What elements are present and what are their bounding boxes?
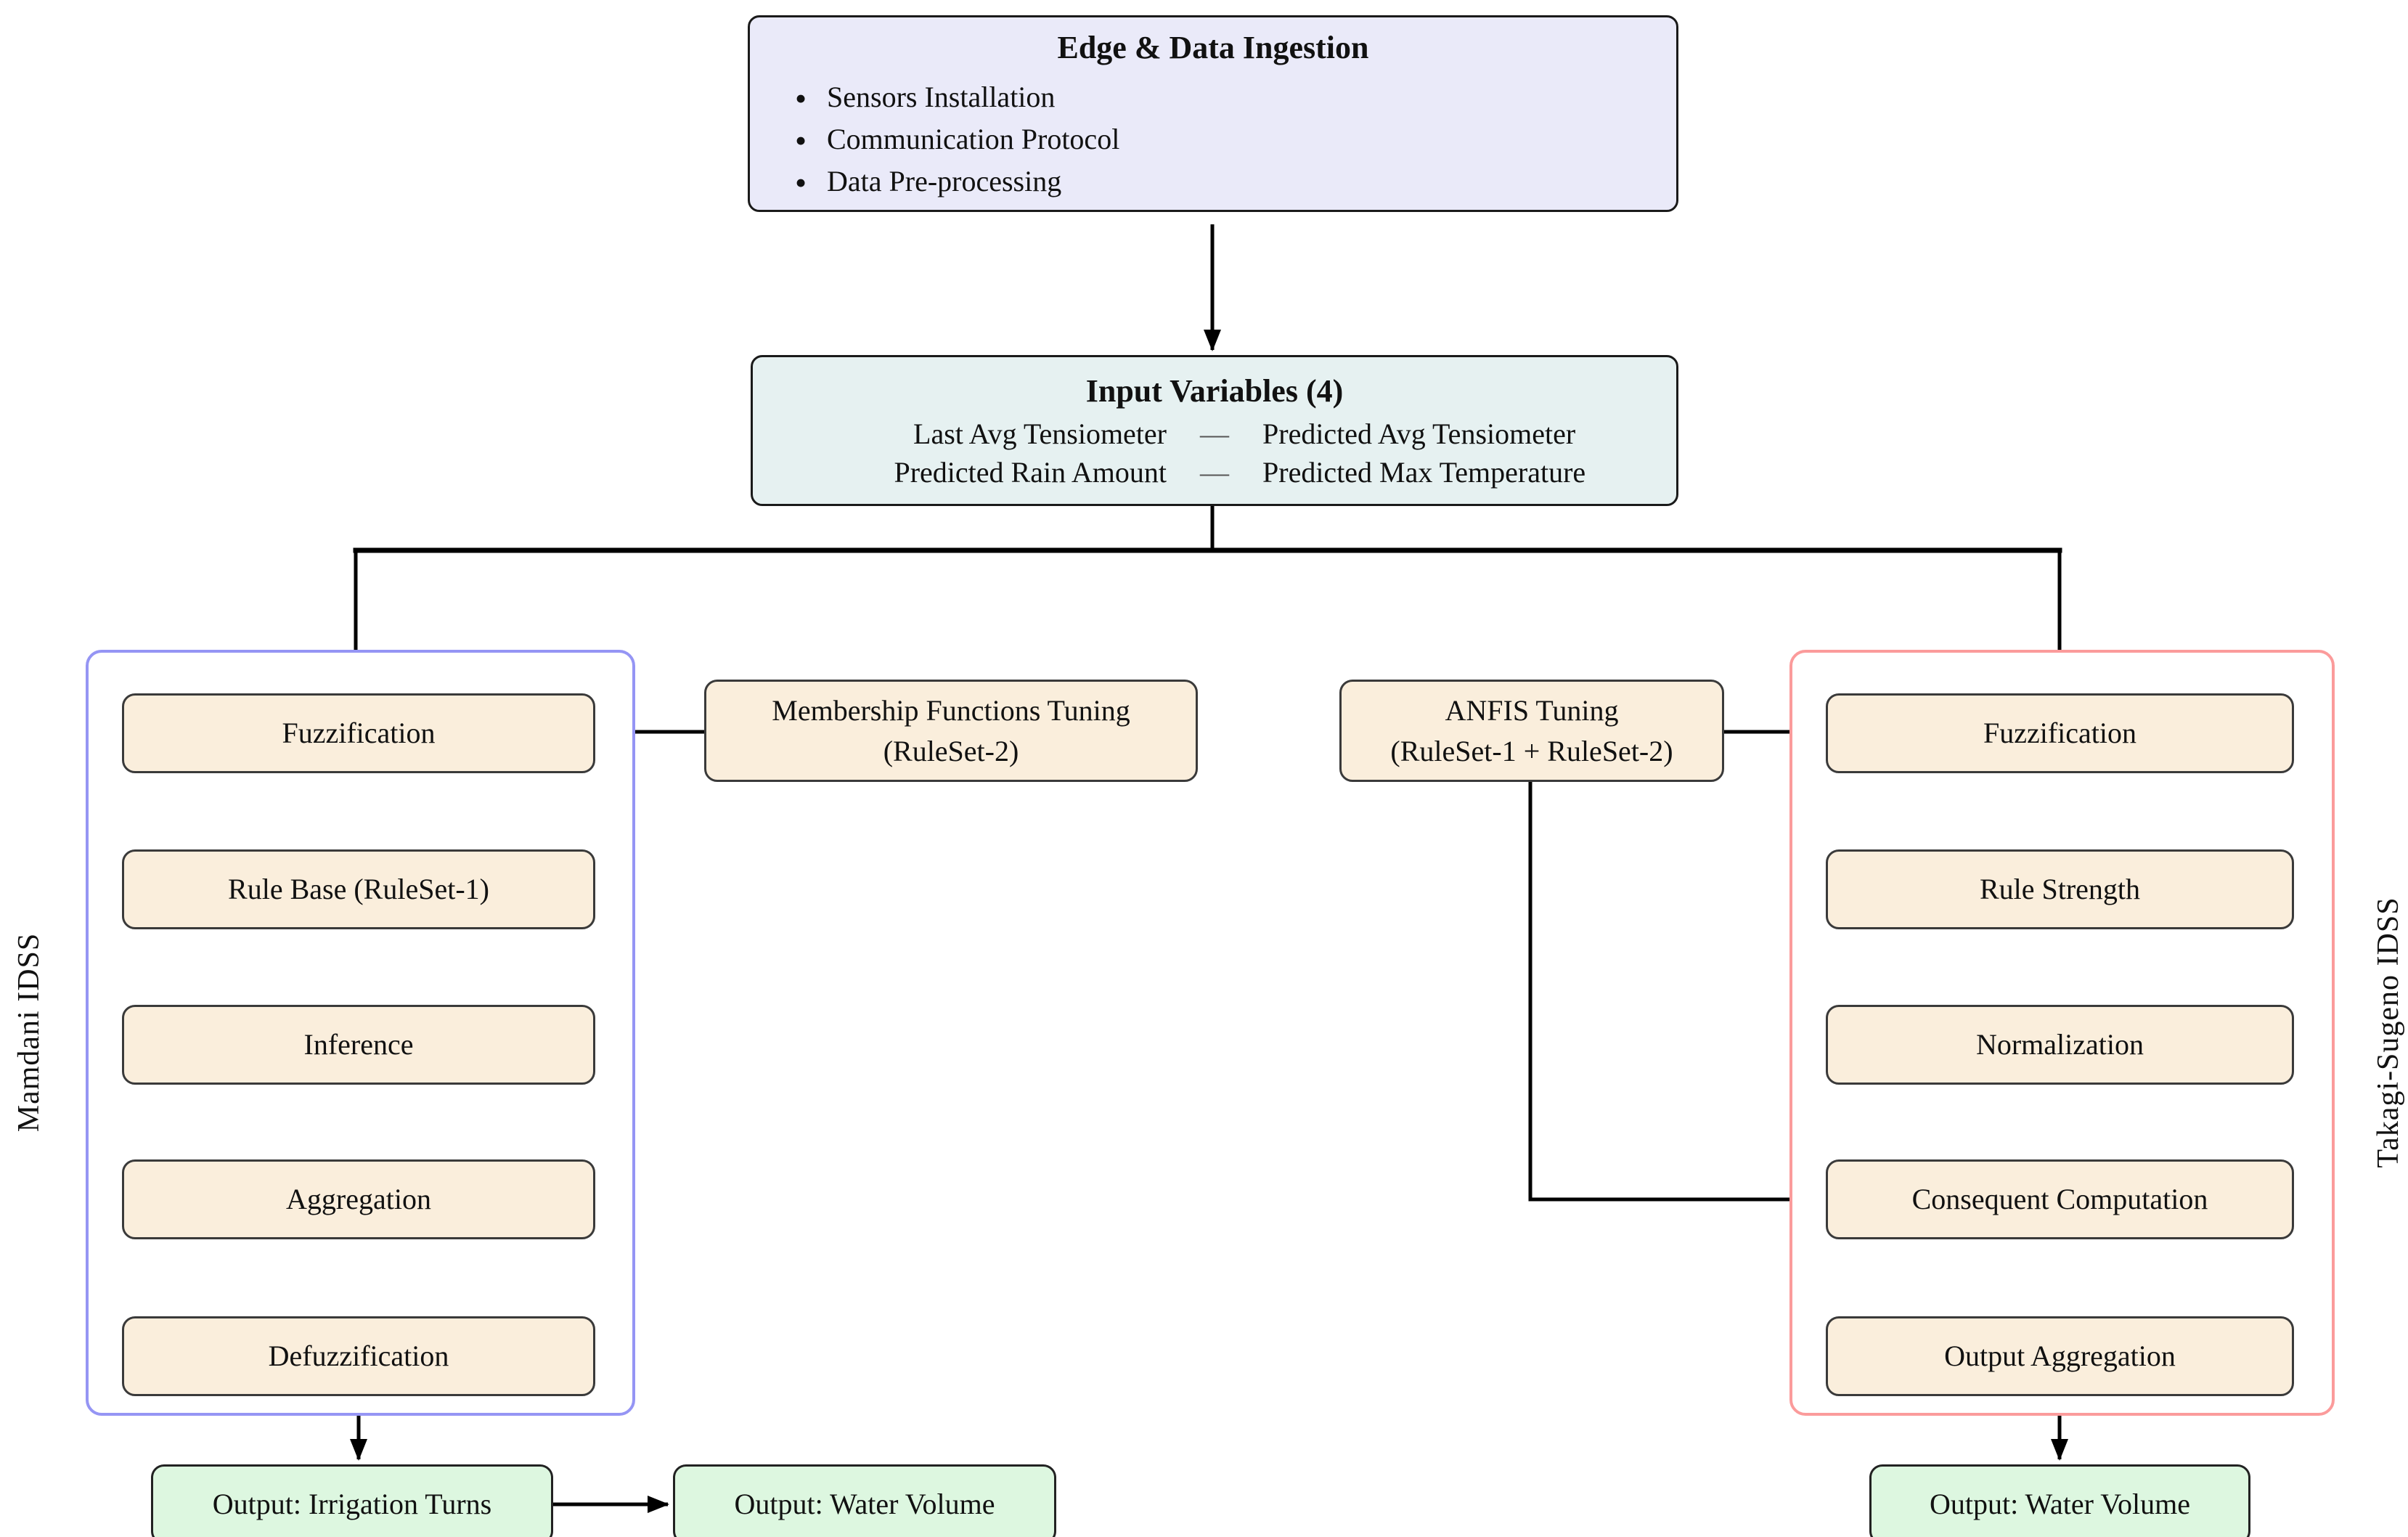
takagi-output-aggregation-box: Output Aggregation xyxy=(1826,1316,2294,1396)
input-variables-box: Input Variables (4) Last Avg Tensiometer… xyxy=(751,355,1678,506)
output-water-volume-mamdani-box: Output: Water Volume xyxy=(673,1464,1056,1537)
takagi-consequent-computation-box: Consequent Computation xyxy=(1826,1159,2294,1239)
bullet-sensors-installation: Sensors Installation xyxy=(795,75,1644,123)
edge-data-ingestion-list: Sensors Installation Communication Proto… xyxy=(782,75,1644,208)
edge-data-ingestion-title: Edge & Data Ingestion xyxy=(1057,30,1369,65)
anfis-tuning-line1: ANFIS Tuning xyxy=(1445,693,1619,727)
output-water-volume-takagi-box: Output: Water Volume xyxy=(1869,1464,2250,1537)
dash-separator: — xyxy=(1200,455,1229,489)
bullet-data-preprocessing: Data Pre-processing xyxy=(795,159,1644,208)
edge-data-ingestion-box: Edge & Data Ingestion Sensors Installati… xyxy=(748,15,1678,212)
input-var-predicted-avg-tensiometer: Predicted Avg Tensiometer xyxy=(1262,417,1576,450)
mamdani-defuzzification-box: Defuzzification xyxy=(122,1316,595,1396)
mamdani-rule-base-box: Rule Base (RuleSet-1) xyxy=(122,849,595,929)
anfis-tuning-box: ANFIS Tuning (RuleSet-1 + RuleSet-2) xyxy=(1339,680,1724,782)
output-irrigation-turns-box: Output: Irrigation Turns xyxy=(151,1464,553,1537)
bullet-communication-protocol: Communication Protocol xyxy=(795,117,1644,166)
input-variables-grid: Last Avg Tensiometer — Predicted Avg Ten… xyxy=(844,417,1585,489)
input-var-last-avg-tensiometer: Last Avg Tensiometer xyxy=(913,417,1167,450)
anfis-tuning-line2: (RuleSet-1 + RuleSet-2) xyxy=(1390,734,1673,767)
mamdani-fuzzification-box: Fuzzification xyxy=(122,693,595,773)
dash-separator: — xyxy=(1200,417,1229,450)
takagi-normalization-box: Normalization xyxy=(1826,1005,2294,1085)
connector-anfis-to-consequent xyxy=(1528,782,1822,1208)
mamdani-aggregation-box: Aggregation xyxy=(122,1159,595,1239)
takagi-rule-strength-box: Rule Strength xyxy=(1826,849,2294,929)
takagi-sugeno-idss-side-label: Takagi-Sugeno IDSS xyxy=(2372,897,2405,1168)
input-variables-title: Input Variables (4) xyxy=(1085,372,1344,409)
takagi-fuzzification-box: Fuzzification xyxy=(1826,693,2294,773)
membership-functions-tuning-box: Membership Functions Tuning (RuleSet-2) xyxy=(704,680,1198,782)
mamdani-inference-box: Inference xyxy=(122,1005,595,1085)
membership-functions-tuning-line2: (RuleSet-2) xyxy=(883,734,1019,767)
input-var-predicted-max-temperature: Predicted Max Temperature xyxy=(1262,455,1586,489)
mamdani-idss-side-label: Mamdani IDSS xyxy=(12,932,46,1133)
input-var-predicted-rain-amount: Predicted Rain Amount xyxy=(894,455,1167,489)
membership-functions-tuning-line1: Membership Functions Tuning xyxy=(772,693,1130,727)
